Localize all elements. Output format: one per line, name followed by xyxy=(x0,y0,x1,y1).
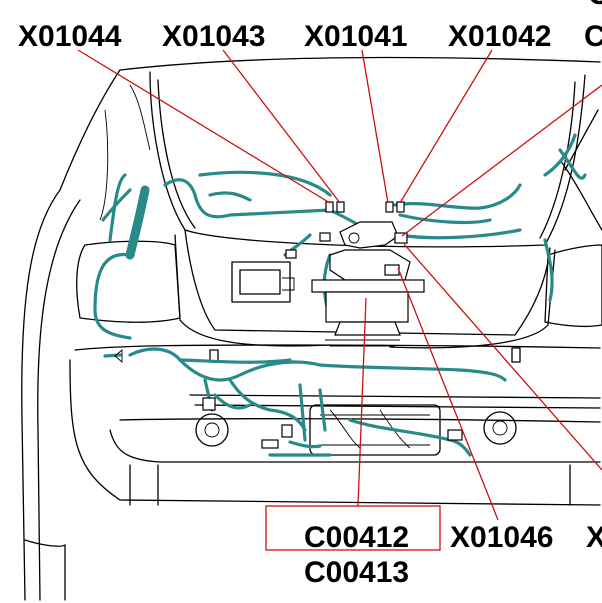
leader-top-right xyxy=(401,84,602,237)
leader-x01042 xyxy=(399,49,493,204)
label-x01043: X01043 xyxy=(162,20,265,53)
label-x01044: X01044 xyxy=(18,20,122,53)
components xyxy=(114,201,463,449)
label-c00413: C00413 xyxy=(304,556,409,589)
leader-x01041 xyxy=(361,49,389,204)
label-x01046: X01046 xyxy=(450,521,553,554)
leader-x01044 xyxy=(77,49,331,204)
highlight-box xyxy=(265,505,441,551)
leader-lines xyxy=(77,49,602,551)
leader-x01046 xyxy=(397,267,499,521)
label-partial-right-top: C xyxy=(588,0,602,11)
label-partial-top-right: C xyxy=(584,20,602,53)
labels: X01044 X01043 X01041 X01042 C C C00412 C… xyxy=(18,0,602,589)
leader-c00412 xyxy=(357,297,367,507)
label-x01042: X01042 xyxy=(448,20,551,53)
label-partial-bottom-right: X xyxy=(586,521,602,554)
leader-bottom-right xyxy=(403,243,602,471)
leader-x01043 xyxy=(222,49,341,204)
label-c00412: C00412 xyxy=(304,521,409,554)
label-x01041: X01041 xyxy=(304,20,407,53)
vehicle-body xyxy=(21,56,602,601)
